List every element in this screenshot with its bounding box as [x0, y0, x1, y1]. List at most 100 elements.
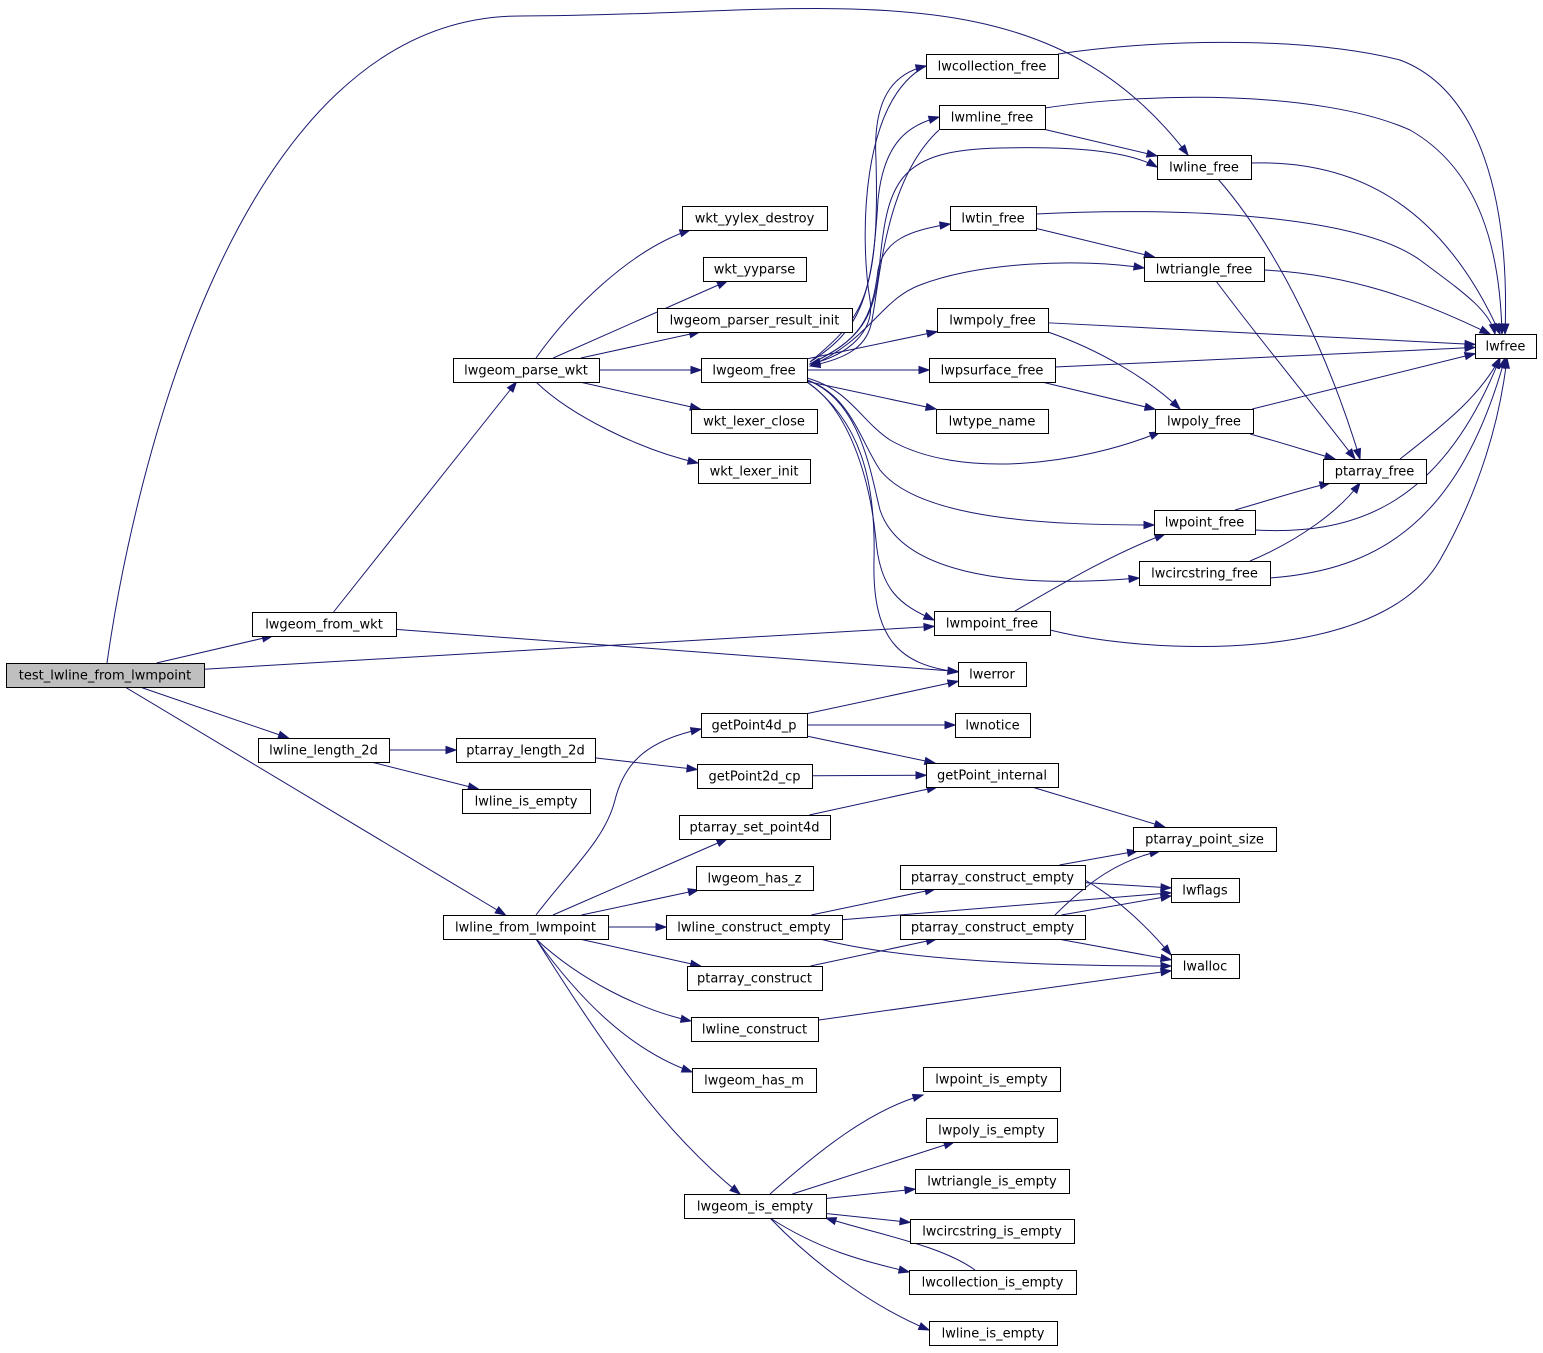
edge-lwpoly_free-to-ptarray_free: [1249, 433, 1337, 461]
node-ptarray-point-size[interactable]: ptarray_point_size: [1133, 827, 1277, 852]
edge-arrowhead: [947, 666, 960, 675]
edge-arrowhead: [1145, 149, 1159, 158]
node-lwtin-free[interactable]: lwtin_free: [950, 206, 1037, 231]
edge-line: [769, 1217, 930, 1331]
edge-arrowhead: [1159, 893, 1173, 902]
edge-lwcollection_free-to-lwfree: [1057, 41, 1510, 336]
edge-lwgeom_is_empty-to-lwtriangle_is_empty: [825, 1186, 917, 1200]
node-wkt-lexer-init[interactable]: wkt_lexer_init: [698, 459, 811, 484]
node-lwpoint-is-empty[interactable]: lwpoint_is_empty: [923, 1067, 1061, 1092]
node-label: lwflags: [1182, 884, 1228, 899]
node-lwcollection-free[interactable]: lwcollection_free: [926, 54, 1059, 79]
node-ptarray-construct[interactable]: ptarray_construct: [687, 966, 823, 991]
node-lwline-is-empty-b[interactable]: lwline_is_empty: [929, 1321, 1058, 1346]
node-lwtriangle-is-empty[interactable]: lwtriangle_is_empty: [915, 1169, 1070, 1194]
edge-lwmpoly_free-to-lwpoly_free: [1047, 331, 1182, 411]
node-label: lwline_is_empty: [942, 1327, 1045, 1342]
node-getPoint-internal[interactable]: getPoint_internal: [926, 763, 1059, 788]
edge-test_lwline_from_lwmpoint-to-lwline_length_2d: [139, 686, 290, 739]
node-wkt-lexer-close[interactable]: wkt_lexer_close: [691, 409, 818, 434]
node-lwmline-free[interactable]: lwmline_free: [939, 105, 1046, 130]
node-lwmpoly-free[interactable]: lwmpoly_free: [937, 308, 1049, 333]
node-wkt-yyparse[interactable]: wkt_yyparse: [703, 257, 807, 282]
node-box: [682, 206, 828, 231]
node-box: [909, 1270, 1077, 1295]
edge-arrowhead: [1161, 944, 1172, 957]
node-box: [939, 105, 1046, 130]
node-lwnotice[interactable]: lwnotice: [955, 713, 1031, 738]
edge-arrowhead: [922, 611, 936, 621]
node-lwtriangle-free[interactable]: lwtriangle_free: [1144, 257, 1265, 282]
node-lwpoly-free[interactable]: lwpoly_free: [1155, 409, 1254, 434]
node-ptarray-construct-empty-2[interactable]: ptarray_construct_empty: [900, 915, 1086, 940]
node-lwtype-name[interactable]: lwtype_name: [936, 409, 1049, 434]
node-lwline-length-2d[interactable]: lwline_length_2d: [258, 738, 390, 763]
node-box: [698, 459, 811, 484]
edge-arrowhead: [687, 888, 700, 897]
node-lwgeom-parse-wkt[interactable]: lwgeom_parse_wkt: [453, 358, 600, 383]
node-wkt-yylex-destroy[interactable]: wkt_yylex_destroy: [682, 206, 828, 231]
node-box: [1133, 827, 1277, 852]
node-box: [703, 257, 807, 282]
edge-line: [106, 8, 1189, 664]
node-box: [692, 1068, 817, 1093]
node-lwfree[interactable]: lwfree: [1475, 334, 1537, 359]
node-getPoint2d-cp[interactable]: getPoint2d_cp: [697, 764, 813, 789]
node-lwgeom-from-wkt[interactable]: lwgeom_from_wkt: [252, 612, 397, 637]
edge-arrowhead: [1160, 883, 1173, 892]
edge-arrowhead: [1160, 961, 1173, 971]
node-label: lwnotice: [965, 719, 1019, 734]
node-ptarray-length-2d[interactable]: ptarray_length_2d: [456, 738, 596, 763]
node-lwpoly-is-empty[interactable]: lwpoly_is_empty: [926, 1118, 1058, 1143]
node-lwcollection-is-empty[interactable]: lwcollection_is_empty: [909, 1270, 1077, 1295]
node-lwgeom-has-z[interactable]: lwgeom_has_z: [696, 866, 814, 891]
node-lwalloc[interactable]: lwalloc: [1171, 954, 1240, 979]
edge-arrowhead: [1169, 398, 1182, 411]
edge-line: [806, 735, 935, 764]
edge-arrowhead: [1323, 452, 1337, 461]
node-lwmpoint-free[interactable]: lwmpoint_free: [934, 611, 1051, 636]
node-lwgeom-parser-result-init[interactable]: lwgeom_parser_result_init: [657, 308, 853, 333]
edge-line: [806, 381, 935, 621]
node-lwline-construct-empty[interactable]: lwline_construct_empty: [666, 915, 843, 940]
edge-ptarray_construct_empty_2-to-lwflags: [1061, 893, 1173, 916]
node-lwcircstring-is-empty[interactable]: lwcircstring_is_empty: [910, 1219, 1075, 1244]
node-lwline-from-lwmpoint[interactable]: lwline_from_lwmpoint: [443, 915, 609, 940]
node-box: [697, 764, 813, 789]
node-ptarray-free[interactable]: ptarray_free: [1323, 459, 1427, 484]
node-label: lwline_length_2d: [269, 744, 378, 759]
node-label: lwline_construct_empty: [677, 921, 831, 936]
edge-getPoint4d_p-to-getPoint_internal: [806, 735, 937, 765]
node-lwflags[interactable]: lwflags: [1171, 878, 1240, 903]
node-lwcircstring-free[interactable]: lwcircstring_free: [1139, 561, 1271, 586]
node-lwline-free[interactable]: lwline_free: [1157, 155, 1252, 180]
edge-lwtin_free-to-lwfree: [1035, 211, 1497, 336]
node-ptarray-construct-empty-1[interactable]: ptarray_construct_empty: [900, 865, 1086, 890]
edge-lwpoint_free-to-lwfree: [1254, 356, 1501, 532]
edge-line: [1084, 879, 1172, 956]
node-lwline-construct[interactable]: lwline_construct: [691, 1017, 819, 1042]
node-lwpsurface-free[interactable]: lwpsurface_free: [929, 358, 1056, 383]
edge-arrowhead: [1153, 819, 1167, 828]
node-lwerror[interactable]: lwerror: [958, 662, 1027, 687]
node-lwgeom-has-m[interactable]: lwgeom_has_m: [692, 1068, 817, 1093]
edge-line: [819, 938, 1172, 967]
node-label: lwpoly_free: [1167, 415, 1241, 430]
edge-arrowhead: [1128, 574, 1141, 584]
node-lwgeom-free[interactable]: lwgeom_free: [701, 358, 808, 383]
edge-line: [1217, 178, 1361, 460]
node-getPoint4d-p[interactable]: getPoint4d_p: [701, 713, 808, 738]
node-box: [915, 1169, 1070, 1194]
node-test-lwline-from-lwmpoint[interactable]: test_lwline_from_lwmpoint: [6, 663, 205, 688]
node-lwpoint-free[interactable]: lwpoint_free: [1154, 510, 1256, 535]
node-label: lwcircstring_is_empty: [922, 1225, 1062, 1240]
node-lwgeom-is-empty[interactable]: lwgeom_is_empty: [684, 1194, 827, 1219]
node-lwline-is-empty-a[interactable]: lwline_is_empty: [462, 789, 591, 814]
node-label: lwpoly_is_empty: [938, 1124, 1045, 1139]
node-ptarray-set-point4d[interactable]: ptarray_set_point4d: [679, 815, 831, 840]
node-box: [691, 409, 818, 434]
edge-lwgeom_parse_wkt-to-wkt_lexer_init: [535, 381, 700, 465]
edge-line: [1252, 353, 1476, 410]
edge-arrowhead: [445, 745, 458, 755]
edge-line: [1215, 280, 1356, 460]
